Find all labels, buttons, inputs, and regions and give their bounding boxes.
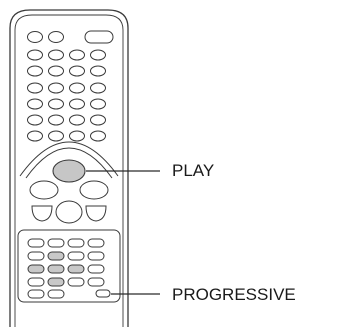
fast-forward-button: [85, 205, 107, 222]
grid-button-r2-c1: [27, 65, 43, 77]
lower-button-r4-c3: [67, 277, 85, 287]
grid-button-r6-c3: [69, 130, 85, 142]
remote-body-outline: [9, 9, 129, 327]
grid-button-r5-c3: [69, 114, 85, 126]
lower-button-r4-c1: [27, 277, 45, 287]
grid-button-r4-c4: [90, 98, 106, 110]
top-button-1: [27, 31, 43, 43]
dpad-down-button: [47, 277, 65, 287]
play-callout-label: PLAY: [172, 161, 215, 180]
top-button-wide: [84, 30, 114, 44]
lower-button-r5-c1: [27, 289, 45, 299]
lower-button-r2-c3: [67, 251, 85, 261]
grid-button-r2-c3: [69, 65, 85, 77]
play-button: [52, 159, 86, 183]
top-button-2: [48, 31, 64, 43]
grid-button-r5-c2: [48, 114, 64, 126]
skip-forward-button: [79, 180, 109, 200]
grid-button-r3-c1: [27, 82, 43, 94]
grid-button-r6-c4: [90, 130, 106, 142]
grid-button-r1-c2: [48, 49, 64, 61]
skip-back-button: [29, 180, 59, 200]
navigation-arc-inner: [25, 147, 113, 179]
grid-button-r3-c4: [90, 82, 106, 94]
grid-button-r3-c3: [69, 82, 85, 94]
navigation-arc: [19, 141, 119, 177]
lower-button-r2-c4: [87, 251, 105, 261]
grid-button-r6-c2: [48, 130, 64, 142]
rewind-button: [31, 205, 53, 222]
grid-button-r2-c2: [48, 65, 64, 77]
grid-button-r2-c4: [90, 65, 106, 77]
dpad-right-button: [67, 264, 85, 274]
lower-button-r2-c1: [27, 251, 45, 261]
lower-button-r4-c4: [87, 277, 105, 287]
grid-button-r4-c1: [27, 98, 43, 110]
button-grid: [27, 49, 106, 142]
stop-button: [55, 200, 83, 224]
grid-button-r4-c3: [69, 98, 85, 110]
grid-button-r3-c2: [48, 82, 64, 94]
lower-button-r3-c4: [87, 264, 105, 274]
progressive-callout-label: PROGRESSIVE: [172, 285, 296, 304]
dpad-center-button: [47, 264, 65, 274]
dpad-up-button: [47, 251, 65, 261]
lower-button-r1-c1: [27, 238, 45, 248]
progressive-button: [95, 289, 111, 298]
remote-body-inner-outline: [14, 14, 124, 327]
dpad-left-button: [27, 264, 45, 274]
grid-button-r1-c4: [90, 49, 106, 61]
grid-button-r5-c1: [27, 114, 43, 126]
lower-panel: [17, 229, 121, 303]
grid-button-r4-c2: [48, 98, 64, 110]
lower-button-r1-c3: [67, 238, 85, 248]
grid-button-r5-c4: [90, 114, 106, 126]
lower-button-group: [27, 238, 111, 299]
grid-button-r1-c1: [27, 49, 43, 61]
lower-button-r5-c2: [47, 289, 65, 299]
grid-button-r6-c1: [27, 130, 43, 142]
grid-button-r1-c3: [69, 49, 85, 61]
lower-button-r1-c2: [47, 238, 65, 248]
lower-button-r1-c4: [87, 238, 105, 248]
